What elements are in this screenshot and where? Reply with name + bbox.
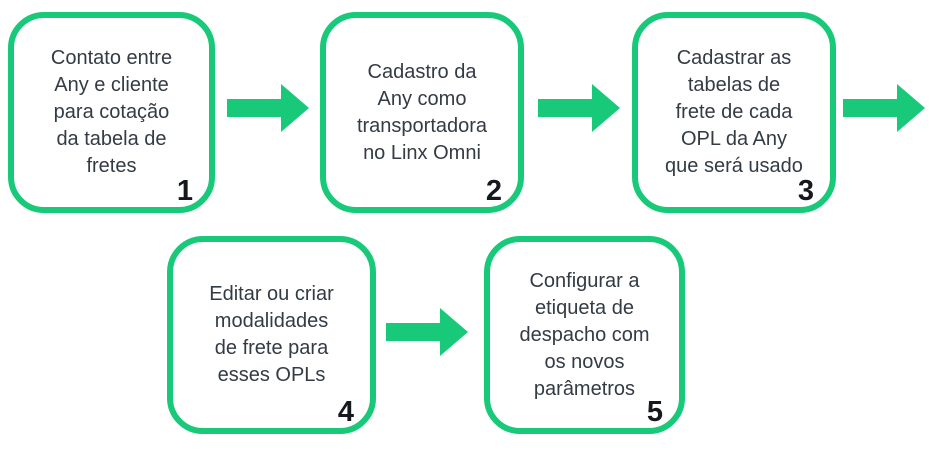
arrow-shaft	[538, 99, 592, 117]
arrow-head	[440, 308, 468, 356]
step-box-1: Contato entre Any e cliente para cotação…	[8, 12, 215, 213]
arrow-shaft	[386, 323, 440, 341]
step-box-3: Cadastrar as tabelas de frete de cada OP…	[632, 12, 836, 213]
step-label-1: Contato entre Any e cliente para cotação…	[50, 47, 173, 177]
arrow-head	[592, 84, 620, 132]
step-label-2: Cadastro da Any como transportadora no L…	[356, 60, 488, 164]
arrow-head	[897, 84, 925, 132]
step-box-2: Cadastro da Any como transportadora no L…	[320, 12, 524, 213]
step-box-4: Editar ou criar modalidades de frete par…	[167, 236, 376, 434]
step-label-5: Configurar a etiqueta de despacho com os…	[519, 269, 650, 400]
step-number-2: 2	[485, 175, 502, 207]
step-label-3: Cadastrar as tabelas de frete de cada OP…	[665, 47, 803, 177]
step-number-1: 1	[176, 175, 193, 207]
arrow-shaft	[843, 99, 897, 117]
step-number-5: 5	[646, 396, 663, 428]
step-box-5: Configurar a etiqueta de despacho com os…	[484, 236, 685, 434]
arrow-shaft	[227, 99, 281, 117]
arrow-right-icon	[843, 84, 925, 132]
arrow-right-icon	[538, 84, 620, 132]
arrow-right-icon	[227, 84, 309, 132]
arrow-head	[281, 84, 309, 132]
arrow-right-icon	[386, 308, 468, 356]
step-number-3: 3	[797, 175, 814, 207]
step-label-4: Editar ou criar modalidades de frete par…	[209, 283, 334, 386]
step-number-4: 4	[337, 396, 354, 428]
